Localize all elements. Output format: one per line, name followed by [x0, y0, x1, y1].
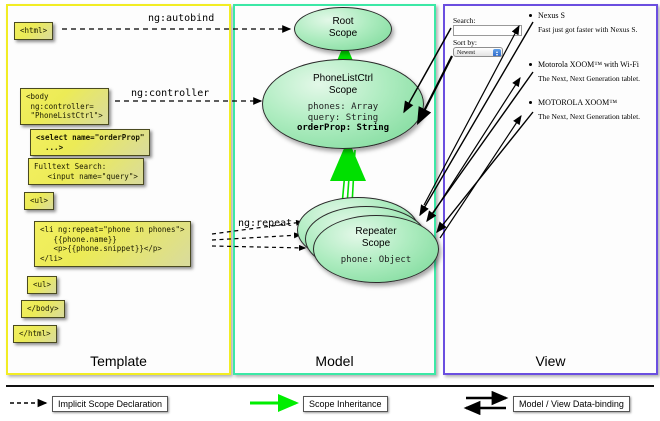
bullet-icon: [529, 101, 532, 104]
bullet-icon: [529, 14, 532, 17]
column-label-template: Template: [90, 353, 147, 369]
bullet-icon: [529, 63, 532, 66]
phonelistctrl-prop-query: query: String: [307, 112, 379, 123]
code-box-ul-close[interactable]: <ul>: [27, 276, 58, 294]
edge-label-ng-controller: ng:controller: [131, 88, 210, 99]
code-box-li-ng-repeat[interactable]: <li ng:repeat="phone in phones"> {{phone…: [34, 221, 191, 267]
phone-snippet-2: The Next, Next Generation tablet.: [538, 112, 641, 121]
repeater-title-line1: Repeater: [355, 226, 397, 237]
phone-name-text-0: Nexus S: [538, 11, 565, 20]
edge-label-ng-autobind: ng:autobind: [148, 13, 215, 24]
column-label-view: View: [535, 353, 566, 369]
code-box-body-close[interactable]: </body>: [21, 300, 65, 318]
sort-by-selected-value: Newest: [457, 50, 475, 56]
sort-by-select[interactable]: Newest: [453, 47, 503, 57]
sort-by-label: Sort by:: [453, 38, 477, 47]
column-template: Template: [6, 4, 231, 375]
phone-list-item-1[interactable]: Motorola XOOM™ with Wi-Fi The Next, Next…: [529, 60, 641, 83]
code-box-html-close[interactable]: </html>: [13, 325, 57, 343]
column-label-model: Model: [315, 353, 354, 369]
phone-name-text-1: Motorola XOOM™ with Wi-Fi: [538, 60, 639, 69]
node-phonelistctrl-scope[interactable]: PhoneListCtrl Scope phones: Array query:…: [262, 59, 424, 149]
repeater-prop-phone: phone: Object: [340, 255, 412, 265]
code-box-ul-open[interactable]: <ul>: [24, 192, 55, 210]
root-scope-title-line2: Scope: [328, 28, 358, 39]
legend-scope-inheritance: Scope Inheritance: [303, 396, 388, 412]
phonelistctrl-prop-orderprop: orderProp: String: [296, 123, 390, 133]
search-label: Search:: [453, 16, 476, 25]
node-repeater-scope[interactable]: Repeater Scope phone: Object: [313, 215, 439, 283]
root-scope-title-line1: Root: [332, 16, 354, 27]
code-box-html-open[interactable]: <html>: [14, 22, 54, 40]
legend-model-view-data-binding: Model / View Data-binding: [513, 396, 630, 412]
phone-list-item-0[interactable]: Nexus S Fast just got faster with Nexus …: [529, 11, 638, 34]
phone-snippet-0: Fast just got faster with Nexus S.: [538, 25, 638, 34]
code-box-body-controller[interactable]: <body ng:controller= "PhoneListCtrl">: [20, 88, 109, 125]
phone-name-2: MOTOROLA XOOM™: [529, 98, 640, 107]
code-box-select-orderprop[interactable]: <select name="orderProp" ...>: [30, 129, 151, 156]
code-box-fulltext-search[interactable]: Fulltext Search: <input name="query">: [28, 158, 144, 185]
phone-name-text-2: MOTOROLA XOOM™: [538, 98, 618, 107]
phone-name-1: Motorola XOOM™ with Wi-Fi: [529, 60, 640, 69]
search-input[interactable]: [453, 25, 522, 36]
edge-label-ng-repeat: ng:repeat: [238, 218, 293, 229]
legend-divider: [6, 385, 654, 387]
phone-snippet-1: The Next, Next Generation tablet.: [538, 74, 641, 83]
phonelistctrl-prop-phones: phones: Array: [307, 102, 379, 112]
chevron-updown-icon[interactable]: [493, 49, 501, 56]
repeater-title-line2: Scope: [361, 238, 391, 249]
node-root-scope[interactable]: Root Scope: [294, 7, 392, 51]
phone-name-0: Nexus S: [529, 11, 637, 20]
phonelistctrl-title-line2: Scope: [328, 85, 358, 96]
phonelistctrl-title-line1: PhoneListCtrl: [312, 73, 374, 84]
phone-list-item-2[interactable]: MOTOROLA XOOM™ The Next, Next Generation…: [529, 98, 641, 121]
legend-implicit-scope-declaration: Implicit Scope Declaration: [52, 396, 169, 412]
